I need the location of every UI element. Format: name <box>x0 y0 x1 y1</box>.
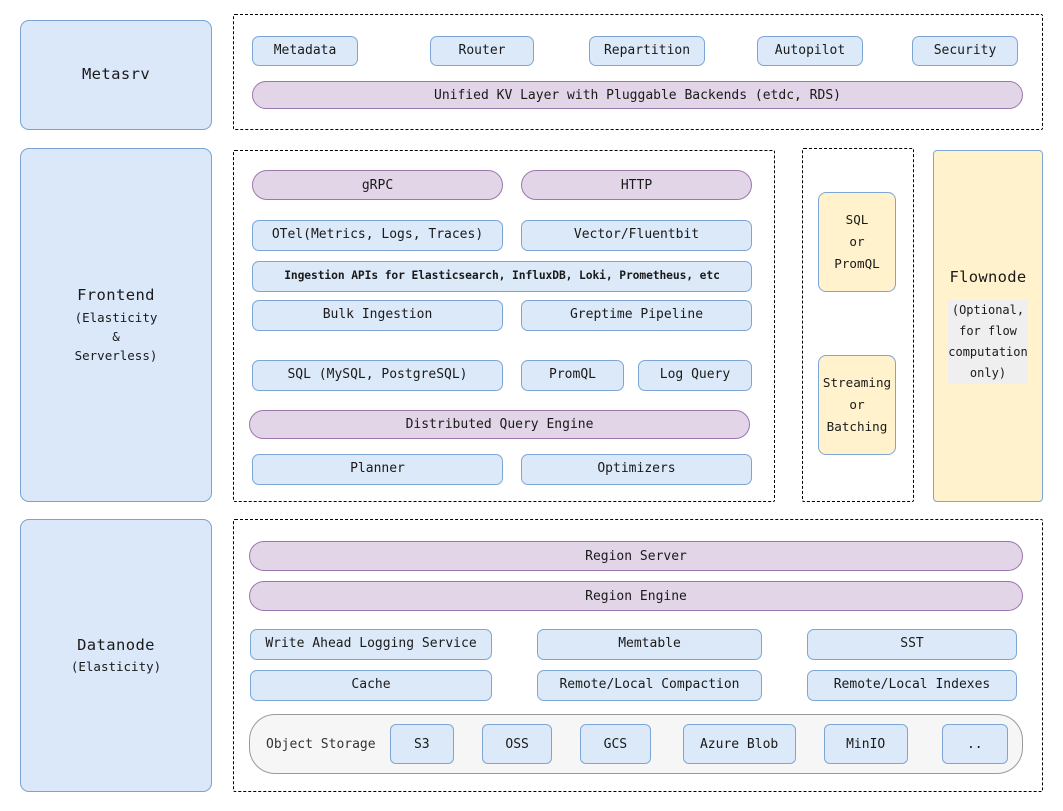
frontend-query-promql[interactable]: PromQL <box>521 360 624 391</box>
ingestion-apis-label: Ingestion APIs for Elasticsearch, Influx… <box>284 269 720 283</box>
unified-kv-layer[interactable]: Unified KV Layer with Pluggable Backends… <box>252 81 1023 109</box>
flow-mode-line-3: Batching <box>826 419 888 435</box>
frontend-greptime-pipeline[interactable]: Greptime Pipeline <box>521 300 752 331</box>
frontend-ingestion-apis[interactable]: Ingestion APIs for Elasticsearch, Influx… <box>252 261 752 292</box>
datanode-indexes[interactable]: Remote/Local Indexes <box>807 670 1017 701</box>
frontend-ingest-otel[interactable]: OTel(Metrics, Logs, Traces) <box>252 220 503 251</box>
role-title-metasrv: Metasrv <box>81 65 151 84</box>
flownode-sub-line-2: for flow <box>948 321 1028 342</box>
frontend-protocol-http[interactable]: HTTP <box>521 170 752 200</box>
frontend-planner[interactable]: Planner <box>252 454 503 485</box>
flownode-card[interactable]: Flownode (Optional, for flow computation… <box>933 150 1043 502</box>
provider-label: Azure Blob <box>699 736 779 752</box>
provider-label: S3 <box>413 736 430 752</box>
role-card-metasrv: Metasrv <box>20 20 212 130</box>
component-label: Security <box>933 42 997 58</box>
frontend-bulk-ingestion[interactable]: Bulk Ingestion <box>252 300 503 331</box>
region-engine[interactable]: Region Engine <box>249 581 1023 611</box>
provider-label: MinIO <box>846 736 886 752</box>
object-storage-strip: Object Storage S3 OSS GCS Azure Blob Min… <box>249 714 1023 774</box>
component-label: SQL (MySQL, PostgreSQL) <box>287 367 468 383</box>
component-label: Planner <box>350 461 405 477</box>
datanode-compaction[interactable]: Remote/Local Compaction <box>537 670 762 701</box>
component-label: Cache <box>351 677 391 693</box>
component-label: Optimizers <box>597 461 676 477</box>
datanode-cache[interactable]: Cache <box>250 670 492 701</box>
region-server-label: Region Server <box>585 548 687 564</box>
region-server[interactable]: Region Server <box>249 541 1023 571</box>
role-sub-frontend-2: & <box>112 328 120 344</box>
component-label: Metadata <box>273 42 337 58</box>
metasrv-component-metadata[interactable]: Metadata <box>252 36 358 66</box>
component-label: Write Ahead Logging Service <box>265 636 477 652</box>
protocol-label: gRPC <box>361 177 394 193</box>
kv-layer-label: Unified KV Layer with Pluggable Backends… <box>434 87 841 103</box>
component-label: Greptime Pipeline <box>569 307 704 323</box>
frontend-ingest-vector-fluentbit[interactable]: Vector/Fluentbit <box>521 220 752 251</box>
metasrv-component-security[interactable]: Security <box>912 36 1018 66</box>
flownode-sub-line-4: only) <box>948 363 1028 384</box>
component-label: Vector/Fluentbit <box>573 227 700 243</box>
flownode-subtitle: (Optional, for flow computation only) <box>948 300 1028 384</box>
component-label: SST <box>900 636 924 652</box>
datanode-wal-service[interactable]: Write Ahead Logging Service <box>250 629 492 660</box>
frontend-query-sql[interactable]: SQL (MySQL, PostgreSQL) <box>252 360 503 391</box>
region-engine-label: Region Engine <box>585 588 687 604</box>
distributed-query-engine[interactable]: Distributed Query Engine <box>249 410 750 439</box>
flow-language-line-2: or <box>849 233 865 249</box>
role-sub-datanode: (Elasticity) <box>70 659 162 675</box>
flownode-sub-line-3: computation <box>948 342 1028 363</box>
flow-language-line-1: SQL <box>845 211 869 227</box>
component-label: Log Query <box>659 367 731 383</box>
flow-mode-box[interactable]: Streaming or Batching <box>818 355 896 455</box>
datanode-sst[interactable]: SST <box>807 629 1017 660</box>
flownode-title: Flownode <box>949 268 1027 286</box>
role-sub-frontend-3: Serverless) <box>74 348 158 364</box>
object-storage-label: Object Storage <box>266 736 376 752</box>
object-storage-provider-gcs[interactable]: GCS <box>580 724 651 764</box>
provider-label: .. <box>966 736 983 752</box>
component-label: Bulk Ingestion <box>322 307 433 323</box>
role-card-frontend: Frontend (Elasticity & Serverless) <box>20 148 212 502</box>
provider-label: GCS <box>603 736 628 752</box>
provider-label: OSS <box>505 736 529 752</box>
flownode-sub-line-1: (Optional, <box>948 300 1028 321</box>
component-label: Remote/Local Indexes <box>833 677 991 693</box>
component-label: Memtable <box>618 636 681 652</box>
object-storage-provider-oss[interactable]: OSS <box>482 724 553 764</box>
flow-language-line-3: PromQL <box>834 256 880 272</box>
component-label: Remote/Local Compaction <box>559 677 740 693</box>
frontend-query-log-query[interactable]: Log Query <box>638 360 752 391</box>
component-label: Repartition <box>603 42 691 58</box>
frontend-optimizers[interactable]: Optimizers <box>521 454 752 485</box>
object-storage-provider-azure-blob[interactable]: Azure Blob <box>682 724 796 764</box>
role-title-datanode: Datanode <box>77 636 155 655</box>
protocol-label: HTTP <box>620 177 653 193</box>
role-card-datanode: Datanode (Elasticity) <box>20 519 212 792</box>
metasrv-zone <box>233 14 1043 130</box>
frontend-protocol-grpc[interactable]: gRPC <box>252 170 503 200</box>
role-title-frontend: Frontend <box>77 286 155 305</box>
component-label: OTel(Metrics, Logs, Traces) <box>271 227 484 243</box>
metasrv-component-autopilot[interactable]: Autopilot <box>757 36 863 66</box>
object-storage-provider-s3[interactable]: S3 <box>389 724 454 764</box>
query-engine-label: Distributed Query Engine <box>405 417 594 432</box>
metasrv-component-repartition[interactable]: Repartition <box>589 36 705 66</box>
flow-mode-line-2: or <box>849 396 865 412</box>
component-label: PromQL <box>549 367 596 383</box>
role-sub-frontend-1: (Elasticity <box>74 309 158 325</box>
metasrv-component-router[interactable]: Router <box>430 36 534 66</box>
flow-language-box[interactable]: SQL or PromQL <box>818 192 896 292</box>
datanode-memtable[interactable]: Memtable <box>537 629 762 660</box>
object-storage-provider-more[interactable]: .. <box>941 724 1008 764</box>
flow-mode-line-1: Streaming <box>822 374 892 390</box>
object-storage-provider-minio[interactable]: MinIO <box>823 724 908 764</box>
component-label: Autopilot <box>774 42 846 58</box>
component-label: Router <box>458 42 506 58</box>
